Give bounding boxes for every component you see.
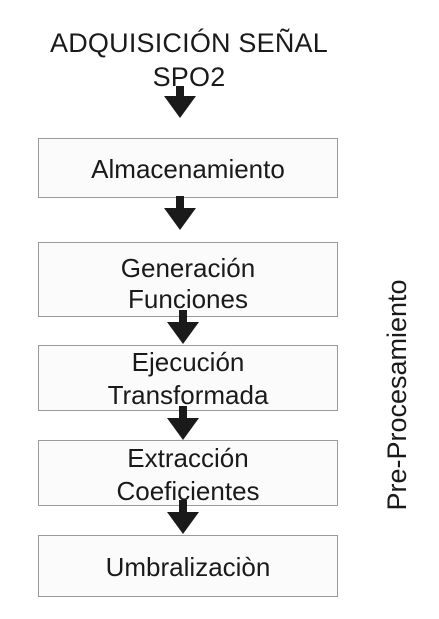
box-ejecucion-line1: Ejecución	[131, 347, 245, 377]
box-ejecucion-line2: Transformada	[107, 380, 269, 410]
box-generacion-line1: Generación	[120, 253, 256, 283]
diagram-title-line2: SPO2	[152, 62, 226, 92]
box-umbralizacion-label: Umbralizaciòn	[105, 552, 271, 582]
pre-procesamiento-label: Pre-Procesamiento	[382, 279, 412, 511]
box-generacion-line2: Funciones	[128, 284, 248, 314]
box-extraccion-line1: Extracción	[127, 443, 249, 473]
box-almacenamiento-label: Almacenamiento	[91, 154, 285, 184]
box-umbralizacion: Umbralizaciòn	[38, 535, 338, 597]
box-extraccion-line2: Coeficientes	[116, 476, 260, 506]
box-almacenamiento: Almacenamiento	[38, 138, 338, 198]
box-extraccion-coeficientes: Extracción Coeficientes	[38, 440, 338, 506]
box-generacion-funciones: Generación Funciones	[38, 242, 338, 317]
diagram-title-line1: ADQUISICIÓN SEÑAL	[50, 28, 328, 58]
box-ejecucion-transformada: Ejecución Transformada	[38, 345, 338, 411]
